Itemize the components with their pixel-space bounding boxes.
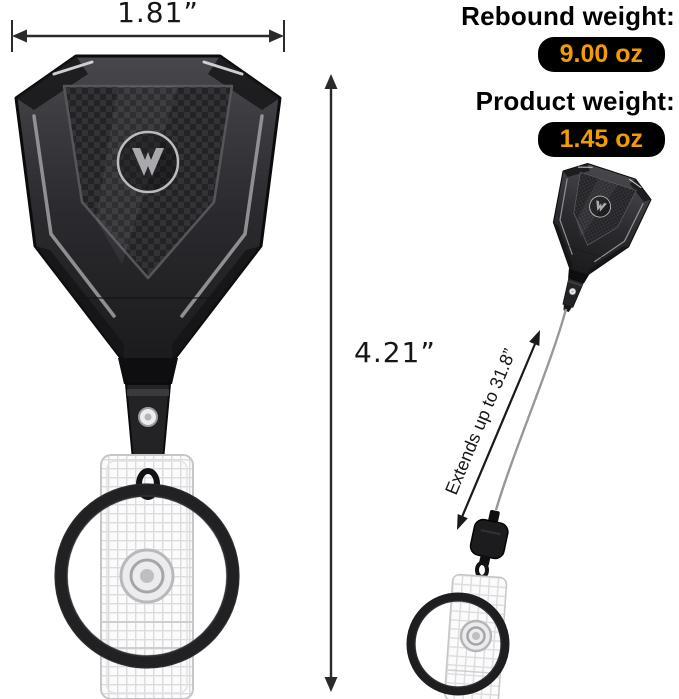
mini-key-ring: [406, 592, 510, 696]
dimension-extend: [457, 330, 540, 530]
product-weight-value-badge: 1.45 oz: [537, 121, 665, 157]
mini-reel: [469, 509, 509, 567]
weight-specs: Rebound weight: 9.00 oz Product weight: …: [461, 1, 675, 172]
snap-button: [119, 548, 175, 604]
mini-snap-button: [459, 619, 493, 653]
retractable-cord: [494, 308, 568, 511]
mini-strap-connector: [475, 561, 489, 579]
dimension-width: [11, 20, 285, 52]
rebound-weight-label: Rebound weight:: [461, 1, 675, 31]
product-front-view: [14, 54, 282, 699]
rebound-weight-value-badge: 9.00 oz: [537, 36, 665, 72]
product-weight-label: Product weight:: [475, 85, 675, 116]
product-angled-view: [406, 156, 657, 699]
dimension-height: [324, 74, 338, 692]
key-ring: [54, 483, 240, 669]
width-label: 1.81”: [117, 0, 199, 29]
height-label: 4.21”: [354, 336, 436, 369]
